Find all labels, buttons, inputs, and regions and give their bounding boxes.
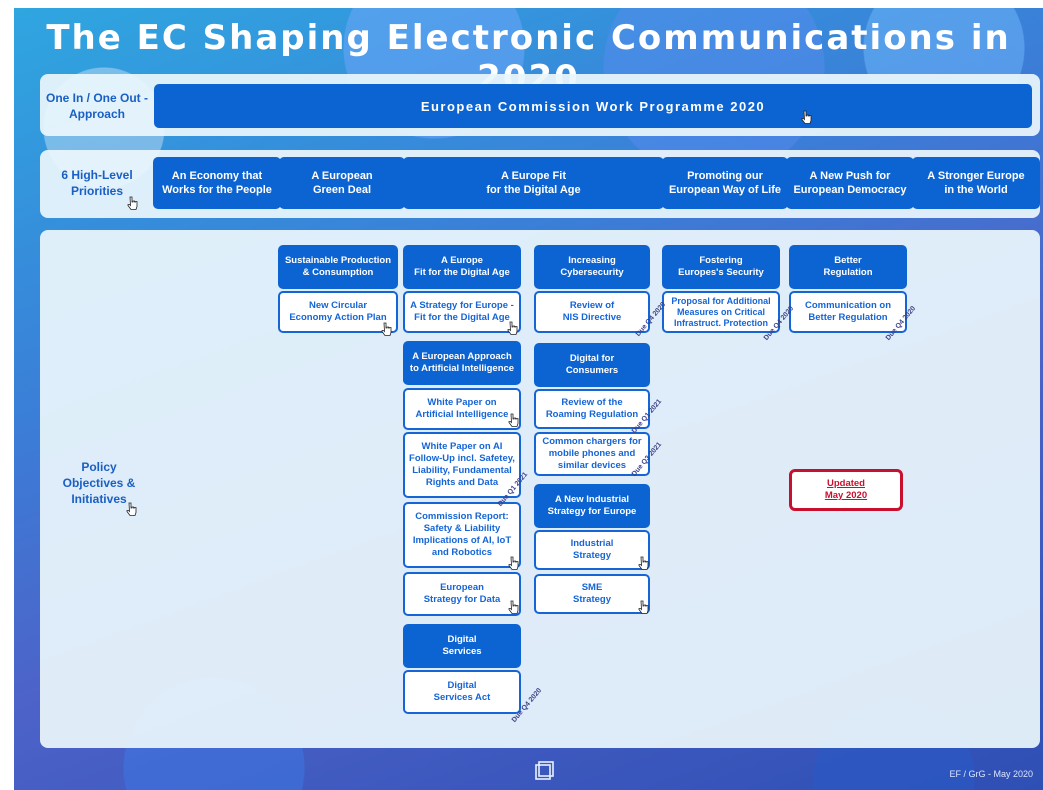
header-digital-consumers: Digital for Consumers (534, 343, 650, 387)
priority-stronger-europe[interactable]: A Stronger Europe in the World (912, 157, 1040, 209)
card-ai-follow-up[interactable]: White Paper on AI Follow-Up incl. Safete… (403, 432, 521, 498)
card-white-paper-ai[interactable]: White Paper on Artificial Intelligence (403, 388, 521, 430)
card-common-chargers[interactable]: Common chargers for mobile phones and si… (534, 432, 650, 476)
priority-democracy[interactable]: A New Push for European Democracy (786, 157, 914, 209)
card-industrial-strategy[interactable]: Industrial Strategy (534, 530, 650, 570)
header-better-regulation: Better Regulation (789, 245, 907, 289)
card-sme-strategy[interactable]: SME Strategy (534, 574, 650, 614)
pointing-hand-icon (127, 196, 138, 210)
row-label-policy: Policy Objectives & Initiatives (62, 460, 136, 506)
priority-way-of-life[interactable]: Promoting our European Way of Life (662, 157, 788, 209)
card-better-regulation[interactable]: Communication on Better Regulation (789, 291, 907, 333)
header-digital-services: Digital Services (403, 624, 521, 668)
pointing-hand-icon (638, 600, 649, 614)
pointing-hand-icon (381, 322, 392, 336)
pointing-hand-icon (638, 556, 649, 570)
pointing-hand-icon (126, 502, 137, 516)
pointing-hand-icon (508, 413, 519, 427)
card-critical-infrastructure[interactable]: Proposal for Additional Measures on Crit… (662, 291, 780, 333)
card-commission-report[interactable]: Commission Report: Safety & Liability Im… (403, 502, 521, 568)
work-programme-banner[interactable]: European Commission Work Programme 2020 (154, 84, 1032, 128)
header-cybersecurity: Increasing Cybersecurity (534, 245, 650, 289)
header-industrial: A New Industrial Strategy for Europe (534, 484, 650, 528)
slide: The EC Shaping Electronic Communications… (14, 8, 1043, 790)
banner-label: European Commission Work Programme 2020 (420, 98, 766, 114)
priority-digital-age[interactable]: A Europe Fit for the Digital Age (403, 157, 664, 209)
updated-note: Updated May 2020 (789, 469, 903, 511)
footer-credit: EF / GrG - May 2020 (949, 769, 1033, 779)
header-ai: A European Approach to Artificial Intell… (403, 341, 521, 385)
slides-nav-icon[interactable] (532, 759, 556, 783)
card-data-strategy[interactable]: European Strategy for Data (403, 572, 521, 616)
card-digital-services-act[interactable]: Digital Services Act (403, 670, 521, 714)
header-europe-fit: A Europe Fit for the Digital Age (403, 245, 521, 289)
pointing-hand-icon (508, 556, 519, 570)
pointing-hand-icon (508, 600, 519, 614)
header-security: Fostering Europes's Security (662, 245, 780, 289)
priority-green-deal[interactable]: A European Green Deal (279, 157, 405, 209)
card-nis-directive[interactable]: Review of NIS Directive (534, 291, 650, 333)
priority-economy[interactable]: An Economy that Works for the People (153, 157, 281, 209)
card-roaming-regulation[interactable]: Review of the Roaming Regulation (534, 389, 650, 429)
header-sustainable: Sustainable Production & Consumption (278, 245, 398, 289)
card-digital-strategy[interactable]: A Strategy for Europe - Fit for the Digi… (403, 291, 521, 333)
pointing-hand-icon (801, 110, 812, 124)
pointing-hand-icon (507, 321, 518, 335)
card-circular-economy[interactable]: New Circular Economy Action Plan (278, 291, 398, 333)
row-label-priorities: 6 High-Level Priorities (61, 168, 133, 198)
row-label-one-in-one-out: One In / One Out - Approach (46, 91, 148, 121)
